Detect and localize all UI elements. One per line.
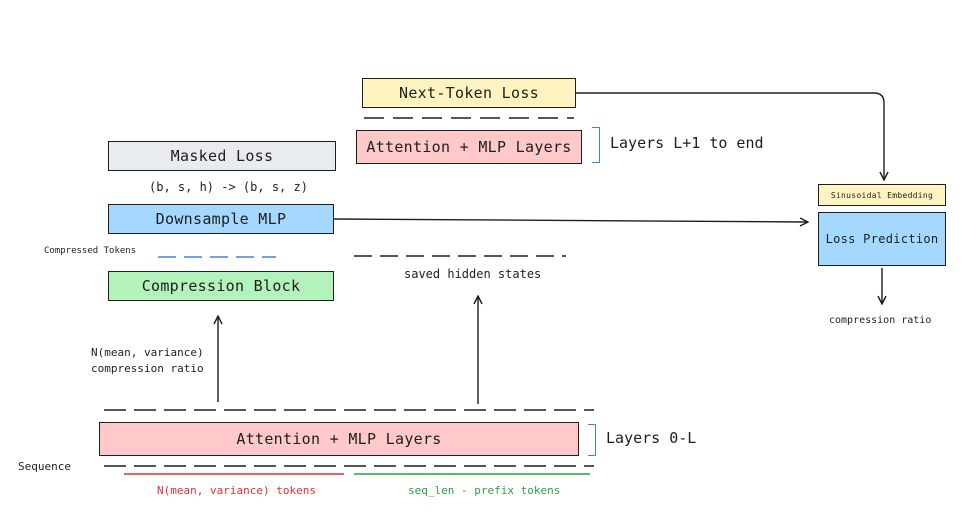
loss-prediction-label: Loss Prediction — [825, 232, 939, 246]
shape-transform-label: (b, s, h) -> (b, s, z) — [149, 180, 308, 194]
saved-hidden-states-label: saved hidden states — [404, 267, 542, 281]
next-token-loss-label: Next-Token Loss — [399, 84, 539, 102]
attention-mlp-top-label: Attention + MLP Layers — [366, 138, 572, 156]
layers-bottom-label: Layers 0-L — [606, 429, 697, 447]
loss-prediction-box: Loss Prediction — [818, 212, 946, 266]
arrow-downsample-to-loss-prediction — [333, 219, 808, 222]
remaining-tokens-label: seq_len - prefix tokens — [408, 484, 561, 497]
arrow-next-token-to-embedding — [576, 92, 884, 180]
masked-loss-box: Masked Loss — [108, 141, 336, 171]
compression-block-label: Compression Block — [141, 277, 301, 295]
attention-mlp-bottom-box: Attention + MLP Layers — [99, 422, 579, 456]
sampling-label-line1: N(mean, variance) — [91, 346, 204, 359]
downsample-mlp-label: Downsample MLP — [155, 210, 287, 228]
compression-ratio-output-label: compression ratio — [829, 315, 932, 326]
compression-block-box: Compression Block — [108, 271, 334, 301]
attention-mlp-top-box: Attention + MLP Layers — [356, 130, 582, 164]
compressed-tokens-label: Compressed Tokens — [44, 246, 137, 256]
prefix-tokens-label: N(mean, variance) tokens — [157, 484, 316, 497]
layers-top-bracket — [592, 127, 600, 163]
sinusoidal-embedding-label: Sinusoidal Embedding — [830, 190, 934, 200]
layers-top-label: Layers L+1 to end — [610, 134, 764, 152]
sinusoidal-embedding-box: Sinusoidal Embedding — [818, 184, 946, 206]
sequence-label: Sequence — [18, 460, 71, 473]
masked-loss-label: Masked Loss — [170, 147, 274, 165]
attention-mlp-bottom-label: Attention + MLP Layers — [236, 430, 442, 448]
sampling-label-line2: compression ratio — [91, 362, 204, 375]
next-token-loss-box: Next-Token Loss — [362, 78, 576, 108]
layers-bottom-bracket — [588, 424, 596, 456]
downsample-mlp-box: Downsample MLP — [108, 204, 334, 234]
